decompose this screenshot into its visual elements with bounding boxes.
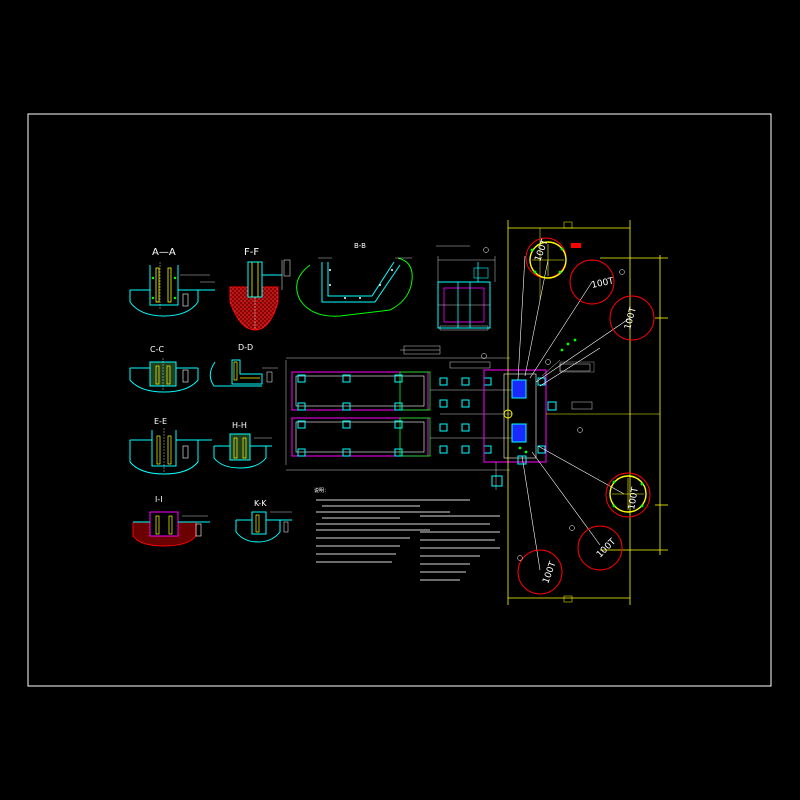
notes-title: 说明： — [314, 487, 329, 494]
notes-block: 说明： — [314, 487, 500, 581]
section-dd: D-D — [209, 343, 278, 387]
elevation-detail — [436, 245, 496, 331]
section-dd-title: D-D — [238, 343, 253, 352]
section-aa: A—A — [129, 247, 215, 317]
section-ee: E-E — [129, 417, 212, 475]
plan-view — [285, 345, 512, 471]
ton-label-4: 100T — [627, 486, 641, 511]
pier-block — [483, 363, 660, 490]
section-kk: K-K — [235, 499, 292, 543]
section-ii-title: I-I — [155, 495, 163, 504]
ton-label-2: 100T — [591, 276, 616, 291]
section-aa-title: A—A — [152, 247, 176, 258]
section-ff: F-F — [229, 247, 291, 331]
section-cc-title: C-C — [150, 345, 164, 354]
section-ii: I-I — [132, 495, 210, 547]
ton-label-5: 100T — [595, 537, 618, 560]
drawing-frame — [27, 113, 772, 687]
section-ff-title: F-F — [244, 247, 259, 258]
section-ee-title: E-E — [154, 417, 167, 426]
section-cc: C-C — [129, 345, 199, 393]
section-bb-title: B-B — [354, 242, 366, 250]
section-bb: B-B — [296, 242, 413, 317]
mooring-layout: 100T 100T 100T 100T 100T 100T — [481, 220, 668, 605]
section-kk-title: K-K — [254, 499, 267, 508]
ton-label-3: 100T — [623, 306, 639, 331]
section-hh-title: H-H — [232, 421, 247, 430]
section-hh: H-H — [213, 421, 272, 469]
ton-label-6: 100T — [541, 560, 558, 585]
